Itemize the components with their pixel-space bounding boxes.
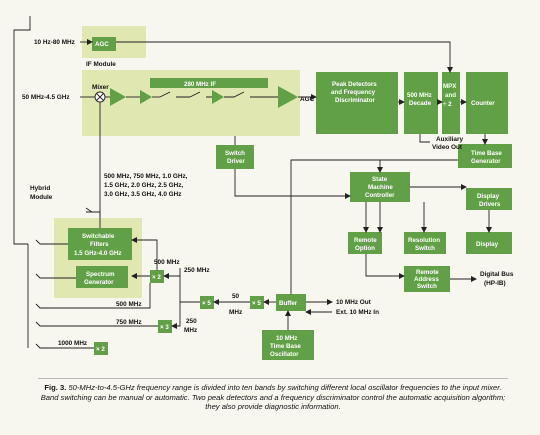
buffer-label: Buffer bbox=[279, 300, 298, 307]
mpx-label-2: and bbox=[445, 92, 456, 99]
spectrum-generator-block bbox=[76, 266, 128, 288]
osc-label-3: Oscillator bbox=[270, 351, 299, 358]
freq-250-lower-2: MHz bbox=[184, 327, 197, 334]
freq-list-1: 500 MHz, 750 MHz, 1.0 GHz, bbox=[104, 173, 188, 180]
sm-label-1: State bbox=[372, 176, 388, 183]
mpx-label-1: MPX bbox=[443, 83, 457, 90]
input-amp-icon bbox=[110, 88, 126, 106]
hybrid-label-1: Hybrid bbox=[30, 185, 50, 192]
decade-label-2: Decade bbox=[409, 100, 432, 107]
out-label-2: Ext. 10 MHz In bbox=[336, 309, 379, 316]
ro-label-1: Remote bbox=[354, 237, 377, 244]
mixer-icon bbox=[94, 91, 106, 103]
peak-label-3: Discriminator bbox=[335, 97, 375, 104]
rs-label-2: Switch bbox=[415, 245, 435, 252]
mixer-label: Mixer bbox=[92, 84, 109, 91]
freq-250-upper: 250 MHz bbox=[184, 267, 210, 274]
display-block bbox=[466, 232, 512, 254]
ro-label-2: Option bbox=[355, 245, 375, 252]
display-label: Display bbox=[476, 241, 499, 248]
agc-block-if bbox=[92, 37, 116, 51]
sg-label-1: Spectrum bbox=[86, 271, 115, 278]
caption-text: 50-MHz-to-4.5-GHz frequency range is div… bbox=[40, 383, 506, 412]
if-amp-icon-1 bbox=[140, 90, 152, 104]
x2-block-lower bbox=[94, 342, 108, 355]
osc-label-1: 10 MHz bbox=[276, 335, 297, 342]
if-280-label: 280 MHz IF bbox=[184, 81, 216, 88]
peak-label-2: and Frequency bbox=[331, 89, 376, 96]
counter-block bbox=[466, 72, 508, 134]
switch-driver-block bbox=[216, 145, 254, 169]
if-280-block bbox=[150, 78, 268, 88]
remote-option-block bbox=[348, 232, 382, 254]
freq-list-3: 3.0 GHz, 3.5 GHz, 4.0 GHz bbox=[104, 191, 181, 198]
ra-label-1: Remote bbox=[416, 269, 439, 276]
sf-label-1: Switchable bbox=[82, 233, 115, 240]
input-label-high: 50 MHz-4.5 GHz bbox=[22, 94, 70, 101]
ra-label-3: Switch bbox=[417, 283, 437, 290]
buffer-block bbox=[276, 294, 306, 311]
agc-amp-icon bbox=[278, 86, 298, 108]
figure-caption: Fig. 3. 50-MHz-to-4.5-GHz frequency rang… bbox=[38, 378, 508, 412]
remote-address-block bbox=[404, 266, 450, 292]
tbg-label-1: Time Base bbox=[471, 150, 502, 157]
peak-label-1: Peak Detectors bbox=[332, 81, 377, 88]
dd-label-2: Drivers bbox=[479, 201, 501, 208]
time-base-oscillator-block bbox=[262, 330, 314, 360]
switch-driver-label-2: Driver bbox=[227, 158, 245, 165]
state-machine-block bbox=[350, 172, 410, 202]
input-label-low: 10 Hz-80 MHz bbox=[34, 39, 75, 46]
freq-1000: 1000 MHz bbox=[58, 340, 87, 347]
freq-750: 750 MHz bbox=[116, 319, 142, 326]
x3-label: × 3 bbox=[160, 324, 169, 331]
agc-label-if: AGC bbox=[95, 41, 109, 48]
if-module-label: IF Module bbox=[86, 61, 116, 68]
freq-50-2: MHz bbox=[229, 309, 242, 316]
decade-block bbox=[404, 72, 438, 134]
resolution-switch-block bbox=[404, 232, 446, 254]
mpx-block bbox=[442, 72, 460, 134]
aux-label-1: Auxiliary bbox=[436, 136, 463, 143]
mpx-label-3: ÷ 2 bbox=[443, 101, 452, 108]
freq-500-upper: 500 MHz bbox=[154, 259, 180, 266]
switch-driver-label-1: Switch bbox=[225, 150, 245, 157]
x5-block-right bbox=[250, 296, 264, 309]
x5-label-left: × 5 bbox=[202, 300, 211, 307]
dd-label-1: Display bbox=[477, 193, 500, 200]
x2-label-upper: × 2 bbox=[152, 274, 161, 281]
freq-500-lower: 500 MHz bbox=[116, 301, 142, 308]
sg-label-2: Generator bbox=[84, 279, 114, 286]
tbg-label-2: Generator bbox=[471, 158, 501, 165]
aux-label-2: Video Out bbox=[432, 144, 463, 151]
ra-label-2: Address bbox=[414, 276, 439, 283]
agc-label-main: AGC bbox=[300, 96, 315, 103]
counter-label: Counter bbox=[471, 100, 495, 107]
freq-50-1: 50 bbox=[232, 293, 240, 300]
time-base-generator-block bbox=[458, 144, 512, 168]
block-diagram: 10 Hz-80 MHz AGC IF Module 50 MHz-4.5 GH… bbox=[13, 16, 514, 360]
hybrid-label-2: Module bbox=[30, 194, 53, 201]
x5-block-left bbox=[200, 296, 214, 309]
sf-label-2: Filters bbox=[90, 241, 109, 248]
x3-block bbox=[158, 320, 172, 333]
display-drivers-block bbox=[466, 188, 512, 210]
decade-label-1: 500 MHz bbox=[407, 92, 432, 99]
sf-label-3: 1.5 GHz-4.0 GHz bbox=[74, 250, 121, 257]
caption-figure-number: Fig. 3. bbox=[44, 383, 67, 392]
sm-label-2: Machine bbox=[368, 184, 393, 191]
peak-detector-block bbox=[316, 72, 398, 134]
freq-list-2: 1.5 GHz, 2.0 GHz, 2.5 GHz, bbox=[104, 182, 183, 189]
x2-label-lower: × 2 bbox=[96, 346, 105, 353]
rs-label-1: Resolution bbox=[408, 237, 440, 244]
digital-bus-label-2: (HP-IB) bbox=[484, 280, 506, 287]
freq-250-lower-1: 250 bbox=[186, 318, 197, 325]
if-amp-icon-2 bbox=[212, 90, 224, 104]
out-label-1: 10 MHz Out bbox=[336, 299, 372, 306]
x5-label-right: × 5 bbox=[252, 300, 261, 307]
switchable-filters-block bbox=[68, 228, 132, 260]
x2-block-upper bbox=[150, 270, 164, 283]
digital-bus-label-1: Digital Bus bbox=[480, 271, 514, 278]
osc-label-2: Time Base bbox=[270, 343, 301, 350]
sm-label-3: Controller bbox=[365, 192, 395, 199]
